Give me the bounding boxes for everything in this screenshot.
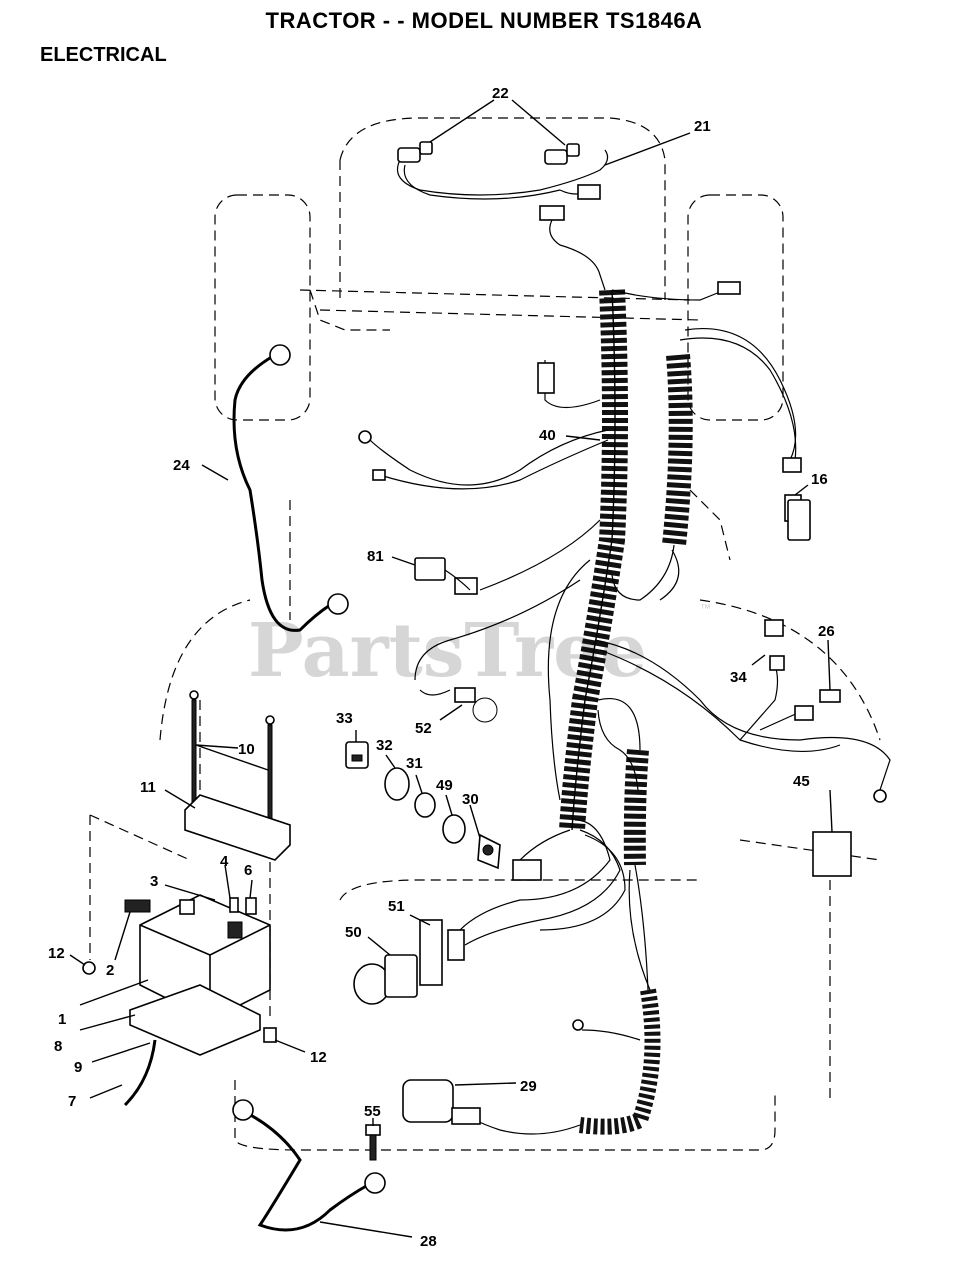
solenoid-29 [402,1079,481,1125]
callout-6: 6 [244,862,252,879]
nut-12-right [263,1027,277,1043]
cable-28-top-terminal [232,1099,254,1121]
plug-33 [345,741,369,769]
callout-55: 55 [364,1103,381,1120]
battery [124,894,271,1021]
callout-29: 29 [520,1078,537,1095]
washer-6 [245,897,257,915]
ignition-module-51 [419,919,465,986]
callout-45: 45 [793,773,810,790]
callout-12-left: 12 [48,945,65,962]
callout-52: 52 [415,720,432,737]
callout-30: 30 [462,791,479,808]
terminal-3 [179,899,195,915]
callout-50: 50 [345,924,362,941]
battery-tray [129,984,261,1056]
callout-40: 40 [539,427,556,444]
secondary-harness-conduit [579,354,693,1135]
cable-24-bottom-terminal [327,593,349,615]
callout-32: 32 [376,737,393,754]
page-title: TRACTOR - - MODEL NUMBER TS1846A [265,8,703,33]
cable-24-top-terminal [269,344,291,366]
main-harness-conduit [559,289,628,831]
nut-4 [229,897,239,913]
callout-28: 28 [420,1233,437,1250]
seat-switch-16 [787,499,811,541]
harness-wires [358,281,891,1135]
watermark-trademark: ™ [700,603,711,615]
callout-7: 7 [68,1093,76,1110]
callout-12-right: 12 [310,1049,327,1066]
callout-11: 11 [140,779,156,796]
callout-51: 51 [388,898,405,915]
callout-24: 24 [173,457,190,474]
callout-16: 16 [811,471,828,488]
battery-cable-28 [244,1110,369,1232]
battery-cable-24 [232,353,331,632]
callout-22: 22 [492,85,509,102]
callout-9: 9 [74,1059,82,1076]
callout-34: 34 [730,669,747,686]
cable-28-bottom-terminal [364,1172,386,1194]
leader-lines [69,99,833,1238]
callout-4: 4 [220,853,229,870]
hold-down-bracket-11 [184,794,291,861]
nut-12-left [82,961,96,975]
section-title: ELECTRICAL [40,44,167,66]
callout-8: 8 [54,1038,62,1055]
callout-26: 26 [818,623,835,640]
relay-81 [414,557,478,595]
callout-21: 21 [694,118,711,135]
callout-2: 2 [106,962,114,979]
callout-31: 31 [406,755,423,772]
callout-81: 81 [367,548,384,565]
light-switch-50 [353,954,418,1005]
callout-3: 3 [150,873,158,890]
bolt-55 [365,1124,381,1161]
callout-labels: 22 21 24 40 16 81 26 34 52 33 10 32 31 4… [48,85,835,1250]
callout-49: 49 [436,777,453,794]
callout-10: 10 [238,741,255,758]
ground-strap-7 [123,1039,157,1107]
headlight-harness [396,141,609,291]
callout-1: 1 [58,1011,66,1028]
key-switch-parts [384,767,501,870]
callout-33: 33 [336,710,353,727]
